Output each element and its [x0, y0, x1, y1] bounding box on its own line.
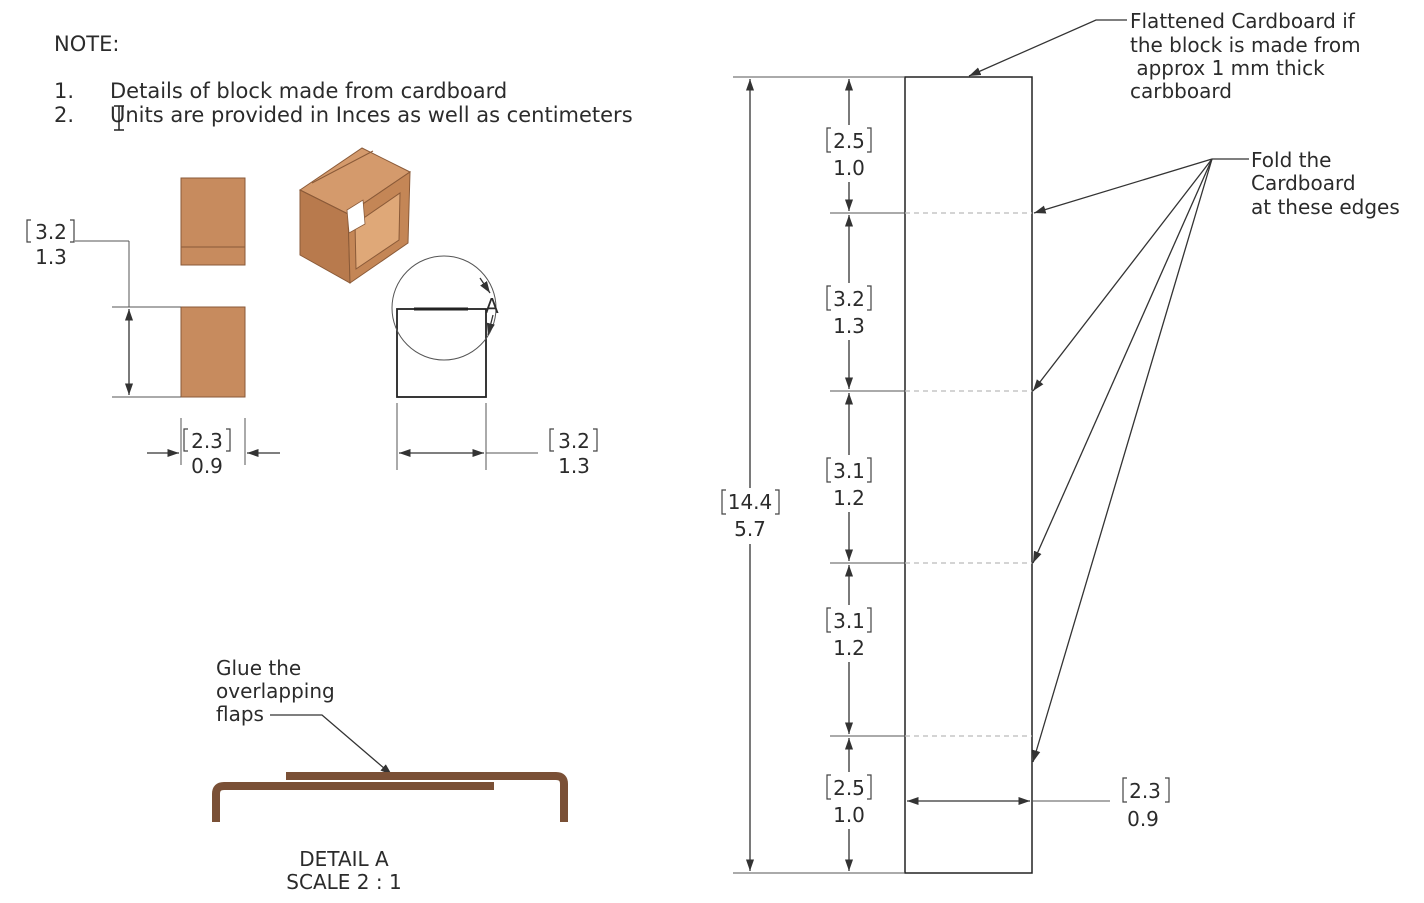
depth-dim-in: 1.3 — [558, 454, 590, 478]
fold-leader-3 — [1032, 158, 1213, 564]
segment-dim-3: 3.1 1.2 — [826, 457, 872, 510]
flattened-note-line-3: approx 1 mm thick — [1130, 56, 1325, 80]
segment-1-in: 1.0 — [833, 156, 865, 180]
block-views: A 3.2 1.3 2.3 0.9 3.2 1.3 — [26, 147, 598, 478]
segment-1-cm: 2.5 — [833, 129, 865, 153]
segment-5-cm: 2.5 — [833, 776, 865, 800]
width-dim-cm: 2.3 — [191, 429, 223, 453]
segment-3-in: 1.2 — [833, 486, 865, 510]
detail-a-circle — [391, 255, 497, 361]
height-dim-in: 1.3 — [35, 245, 67, 269]
segment-5-in: 1.0 — [833, 803, 865, 827]
flattened-note-line-1: Flattened Cardboard if — [1130, 9, 1356, 33]
depth-dim-cm: 3.2 — [558, 429, 590, 453]
width-dim-in: 0.9 — [191, 454, 223, 478]
total-length-in: 5.7 — [734, 517, 766, 541]
glue-annotation-line-2: overlapping — [216, 679, 335, 703]
segment-4-cm: 3.1 — [833, 609, 865, 633]
glue-annotation-line-3: flaps — [216, 702, 264, 726]
note-number-2: 2. — [54, 103, 74, 127]
block-top-view — [180, 177, 246, 266]
upper-flap-profile — [286, 772, 568, 822]
fold-note-line-1: Fold the — [1251, 148, 1331, 172]
fold-leader-1 — [1033, 158, 1213, 214]
segment-2-in: 1.3 — [833, 314, 865, 338]
strip-width-cm: 2.3 — [1129, 779, 1161, 803]
flattened-note-line-4: carbboard — [1130, 79, 1232, 103]
detail-a-caption: DETAIL A — [299, 847, 389, 871]
detail-a-marker: A — [485, 294, 499, 318]
note-text-1: Details of block made from cardboard — [110, 79, 507, 103]
strip-width-in: 0.9 — [1127, 807, 1159, 831]
fold-leader-4 — [1032, 158, 1213, 763]
note-number-1: 1. — [54, 79, 74, 103]
block-front-view — [180, 306, 246, 398]
lower-flap-profile — [212, 782, 494, 822]
segment-3-cm: 3.1 — [833, 459, 865, 483]
text-cursor-icon — [114, 105, 124, 131]
notes-block: NOTE: 1. Details of block made from card… — [54, 32, 633, 131]
height-dim-cm: 3.2 — [35, 220, 67, 244]
note-heading: NOTE: — [54, 32, 119, 56]
segment-dim-4: 3.1 1.2 — [826, 607, 872, 660]
detail-a-section: Glue the overlapping flaps DETAIL A SCAL… — [212, 656, 568, 894]
segment-dim-2: 3.2 1.3 — [826, 285, 872, 338]
block-side-view — [396, 308, 487, 398]
segment-2-cm: 3.2 — [833, 287, 865, 311]
segment-dim-5: 2.5 1.0 — [826, 774, 872, 827]
segment-dim-1: 2.5 1.0 — [826, 127, 872, 180]
segment-4-in: 1.2 — [833, 636, 865, 660]
block-isometric-view — [299, 147, 411, 284]
glue-leader-line — [270, 714, 393, 776]
flattened-leader-line — [968, 19, 1127, 77]
detail-a-scale: SCALE 2 : 1 — [286, 870, 401, 894]
flattened-cardboard-strip — [904, 76, 1033, 874]
glue-annotation-line-1: Glue the — [216, 656, 301, 680]
fold-note-line-3: at these edges — [1251, 195, 1400, 219]
flattened-note-line-2: the block is made from — [1130, 33, 1361, 57]
fold-note-line-2: Cardboard — [1251, 171, 1356, 195]
flat-pattern: 14.4 5.7 2.5 1.0 3.2 1.3 3.1 1.2 3 — [721, 9, 1400, 874]
fold-leader-2 — [1032, 158, 1213, 392]
note-text-2: Units are provided in Inces as well as c… — [110, 103, 633, 127]
total-length-cm: 14.4 — [728, 490, 773, 514]
